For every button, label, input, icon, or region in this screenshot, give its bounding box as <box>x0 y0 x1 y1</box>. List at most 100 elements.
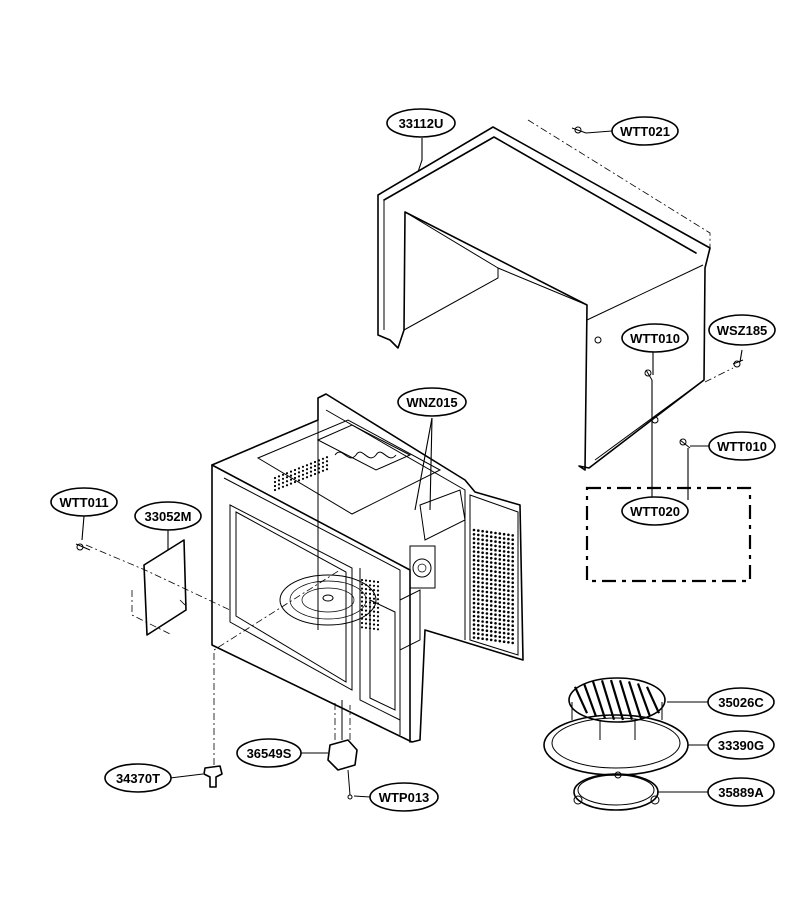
vent-hole <box>498 549 502 553</box>
vent-hole <box>507 641 510 644</box>
vent-hole <box>502 584 506 588</box>
vent-hole <box>511 577 514 580</box>
vent-hole <box>364 596 368 599</box>
label-text: WTP013 <box>379 790 430 805</box>
vent-hole <box>360 609 364 612</box>
vent-hole <box>489 612 493 616</box>
vent-hole <box>273 476 277 480</box>
vent-hole <box>494 613 497 616</box>
vent-hole <box>498 583 502 587</box>
label-33052m: 33052M <box>134 501 202 531</box>
vent-hole <box>481 607 484 610</box>
label-text: WNZ015 <box>406 395 457 410</box>
vent-hole <box>481 628 484 632</box>
vent-hole <box>477 542 480 545</box>
vent-hole <box>489 578 493 581</box>
vent-hole <box>372 597 376 600</box>
vent-hole <box>507 602 510 605</box>
vent-hole <box>494 604 497 608</box>
vent-hole <box>368 627 372 630</box>
vent-hole <box>502 606 506 609</box>
vent-hole <box>502 610 506 613</box>
vent-hole <box>485 620 489 624</box>
label-text: WTT010 <box>630 331 680 346</box>
vent-hole <box>498 592 502 596</box>
vent-hole <box>477 585 480 588</box>
vent-hole <box>481 603 484 606</box>
vent-hole <box>472 623 476 626</box>
vent-hole <box>281 485 285 488</box>
vent-hole <box>368 601 372 604</box>
vent-hole <box>507 615 510 618</box>
label-wtt021: WTT021 <box>611 116 679 146</box>
screw-wtt021 <box>571 126 587 134</box>
cabinet-cover <box>377 119 711 471</box>
assembly-line-left <box>85 544 231 611</box>
vent-hole <box>481 581 484 585</box>
label-34370t: 34370T <box>104 763 172 793</box>
vent-hole <box>485 603 489 607</box>
vent-hole <box>305 464 309 467</box>
vent-hole <box>293 468 297 472</box>
vent-hole <box>507 628 510 631</box>
vent-hole <box>494 557 497 561</box>
vent-hole <box>502 597 506 600</box>
vent-hole <box>481 542 484 546</box>
vent-hole <box>494 626 497 629</box>
vent-hole <box>498 609 502 613</box>
vent-hole <box>498 622 502 626</box>
grill-bar <box>573 686 589 714</box>
vent-hole <box>376 580 380 584</box>
vent-hole <box>472 571 476 575</box>
vent-hole <box>472 614 476 618</box>
vent-hole <box>485 543 489 546</box>
vent-hole <box>481 611 484 615</box>
vent-hole <box>376 611 380 614</box>
vent-hole <box>281 473 285 476</box>
vent-hole <box>485 607 489 611</box>
vent-hole <box>472 601 476 605</box>
vent-hole <box>477 537 480 541</box>
vent-hole <box>372 627 376 630</box>
vent-hole <box>494 574 497 578</box>
vent-hole <box>498 536 502 540</box>
vent-hole <box>325 460 329 463</box>
vent-hole <box>364 609 368 612</box>
vent-hole <box>472 550 476 553</box>
vent-hole <box>364 605 368 608</box>
wtt020-outline-box <box>585 486 752 583</box>
vent-hole <box>273 484 277 488</box>
vent-hole <box>485 582 489 585</box>
vent-hole <box>511 633 514 636</box>
vent-hole <box>477 529 480 532</box>
vent-hole <box>472 537 476 540</box>
vent-hole <box>368 584 372 587</box>
vent-hole <box>489 630 493 633</box>
vent-hole <box>305 476 309 479</box>
vent-hole <box>502 636 506 639</box>
vent-hole <box>502 532 506 536</box>
vent-hole <box>285 476 289 479</box>
vent-hole <box>489 569 493 573</box>
vent-hole <box>372 584 376 587</box>
vent-hole <box>481 564 484 567</box>
vent-hole <box>368 610 372 613</box>
vent-hole <box>317 459 321 462</box>
vent-hole <box>494 587 497 591</box>
vent-hole <box>481 568 484 572</box>
vent-hole <box>321 465 325 468</box>
vent-hole <box>481 551 484 554</box>
vent-hole <box>368 597 372 600</box>
vent-hole <box>273 480 277 484</box>
vent-hole <box>502 627 506 631</box>
vent-hole <box>376 598 380 601</box>
vent-hole <box>507 589 510 592</box>
vent-hole <box>364 613 368 617</box>
vent-hole <box>507 580 510 584</box>
label-text: WSZ185 <box>717 323 768 338</box>
vent-hole <box>472 533 476 536</box>
vent-hole <box>489 544 493 547</box>
vent-hole <box>507 593 510 597</box>
vent-hole <box>502 541 506 545</box>
vent-hole <box>502 571 506 575</box>
